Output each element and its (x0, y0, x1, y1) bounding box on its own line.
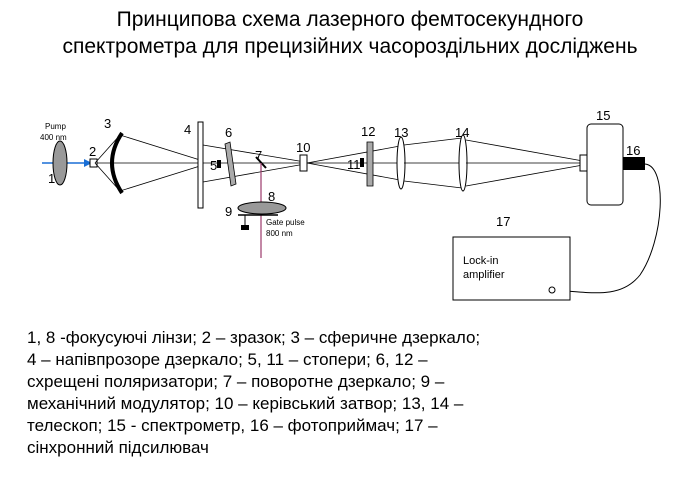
beam-13-14-bottom (403, 180, 463, 189)
beam-4-10-bottom (202, 163, 306, 183)
pump-arrowhead (84, 159, 92, 167)
legend-line-6: сінхронний підсилювач (27, 438, 209, 457)
kerr-gate-10 (299, 154, 308, 172)
label-15: 15 (596, 108, 610, 123)
beam-14-15-bottom (465, 164, 584, 187)
lockin-input-connector (548, 286, 556, 294)
stopper-11 (360, 158, 364, 167)
label-10: 10 (296, 140, 310, 155)
beam-mirror-bottom (119, 165, 201, 192)
legend-line-1: 1, 8 -фокусуючі лінзи; 2 – зразок; 3 – с… (27, 328, 481, 347)
rotating-mirror-7 (255, 156, 267, 169)
gate-label: Gate pulse (266, 218, 305, 227)
lens-1 (52, 140, 68, 186)
photodetector-16 (623, 157, 645, 170)
label-9: 9 (225, 204, 232, 219)
semi-transparent-mirror-4 (197, 121, 204, 209)
label-6: 6 (225, 125, 232, 140)
telescope-lens-14 (458, 134, 468, 192)
legend-line-3: схрещені поляризатори; 7 – поворотне дзе… (27, 372, 445, 391)
pump-label: Pump (45, 122, 66, 131)
beam-10-13-bottom (306, 162, 401, 181)
lockin-line1: Lock-in (463, 255, 498, 267)
gate-wavelength: 800 nm (266, 229, 293, 238)
beam-14-15-top (465, 139, 584, 162)
beam-mirror-top (119, 134, 201, 161)
telescope-lens-13 (396, 136, 406, 190)
beam-sample-top (94, 134, 121, 164)
legend-line-2: 4 – напівпрозоре дзеркало; 5, 11 – стопе… (27, 350, 428, 369)
title-line-2: спектрометра для прецизійних часорозділь… (62, 35, 638, 58)
component-legend: 1, 8 -фокусуючі лінзи; 2 – зразок; 3 – с… (27, 327, 667, 459)
label-14: 14 (455, 125, 469, 140)
beam-10-13-top (306, 145, 401, 164)
modulator-9-motor (241, 225, 249, 230)
label-8: 8 (268, 189, 275, 204)
label-1: 1 (48, 171, 55, 186)
title-line-1: Принципова схема лазерного фемтосекундно… (116, 8, 584, 31)
beam-13-14-top (403, 137, 463, 146)
label-2: 2 (89, 144, 96, 159)
lockin-line2: amplifier (463, 269, 505, 281)
beam-sample-bottom (94, 162, 121, 192)
label-7: 7 (255, 148, 262, 163)
spectrometer-15 (586, 123, 624, 206)
label-5: 5 (210, 158, 217, 173)
stopper-5 (217, 160, 221, 168)
label-11: 11 (347, 157, 361, 172)
detector-cable (551, 163, 661, 294)
label-17: 17 (496, 214, 510, 229)
label-12: 12 (361, 124, 375, 139)
slide-title: Принципова схема лазерного фемтосекундно… (0, 6, 700, 60)
polarizer-6 (224, 141, 237, 187)
lens-8 (237, 201, 287, 215)
label-13: 13 (394, 125, 408, 140)
legend-line-5: телескоп; 15 - спектрометр, 16 – фотопри… (27, 416, 438, 435)
label-16: 16 (626, 143, 640, 158)
label-3: 3 (104, 116, 111, 131)
spectrometer-slit (579, 154, 588, 172)
pump-wavelength: 400 nm (40, 133, 67, 142)
label-4: 4 (184, 122, 191, 137)
beam-4-10-top (202, 144, 306, 163)
legend-line-4: механічний модулятор; 10 – керівський за… (27, 394, 464, 413)
polarizer-12 (366, 141, 374, 187)
sample-2 (89, 158, 98, 168)
